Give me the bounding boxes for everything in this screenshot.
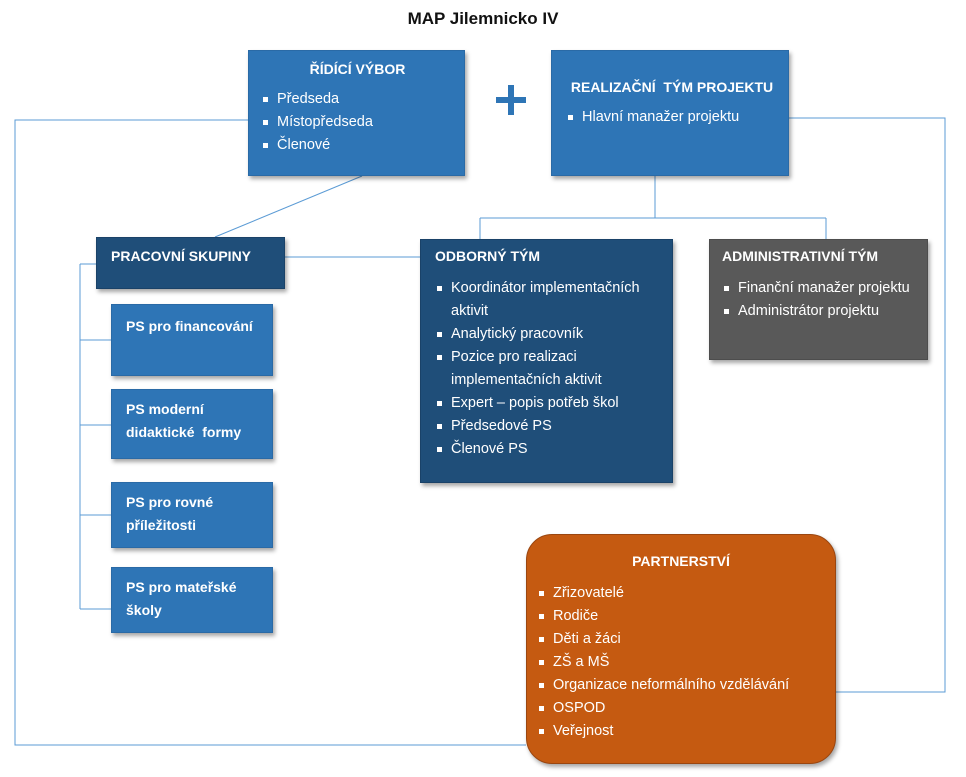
connector-outer-left	[14, 119, 526, 746]
list-item: Expert – popis potřeb škol	[435, 392, 662, 415]
pracovni-skupiny-box: PRACOVNÍ SKUPINY	[96, 237, 285, 289]
odborny-tym-title: ODBORNÝ TÝM	[435, 248, 540, 264]
list-item: Členové PS	[435, 438, 662, 461]
partnerstvi-list: Zřizovatelé Rodiče Děti a žáci ZŠ a MŠ O…	[537, 582, 825, 743]
list-item: Administrátor projektu	[722, 300, 919, 323]
ps-rovne-prilezitosti-box: PS pro rovné příležitosti	[111, 482, 273, 548]
ps-financovani-box: PS pro financování	[111, 304, 273, 376]
list-item: Hlavní manažer projektu	[566, 106, 778, 129]
list-item: Rodiče	[537, 605, 825, 628]
list-item: Organizace neformálního vzdělávání	[537, 674, 825, 697]
realizacni-tym-list: Hlavní manažer projektu	[566, 106, 778, 129]
list-item: ZŠ a MŠ	[537, 651, 825, 674]
partnerstvi-box: PARTNERSTVÍ Zřizovatelé Rodiče Děti a žá…	[526, 534, 836, 764]
administrativni-tym-list: Finanční manažer projektu Administrátor …	[722, 277, 919, 323]
administrativni-tym-box: ADMINISTRATIVNÍ TÝM Finanční manažer pro…	[709, 239, 928, 360]
plus-icon	[496, 85, 526, 115]
list-item: Místopředseda	[261, 111, 454, 134]
connector-rv-ps	[214, 175, 363, 238]
ridici-vybor-box: ŘÍDÍCÍ VÝBOR Předseda Místopředseda Člen…	[248, 50, 465, 176]
list-item: Koordinátor implementačních aktivit	[435, 277, 662, 323]
list-item: Předseda	[261, 88, 454, 111]
list-item: Pozice pro realizaci implementačních akt…	[435, 346, 662, 392]
ps-materske-skoly-label: PS pro mateřské školy	[126, 579, 237, 618]
list-item: Členové	[261, 134, 454, 157]
ps-didakticke-formy-label: PS moderní didaktické formy	[126, 401, 242, 440]
ridici-vybor-title: ŘÍDÍCÍ VÝBOR	[309, 61, 406, 77]
list-item: Děti a žáci	[537, 628, 825, 651]
list-item: Zřizovatelé	[537, 582, 825, 605]
ps-rovne-prilezitosti-label: PS pro rovné příležitosti	[126, 494, 214, 533]
pracovni-skupiny-title: PRACOVNÍ SKUPINY	[111, 248, 252, 264]
connector-outer-right	[789, 117, 946, 693]
ps-materske-skoly-box: PS pro mateřské školy	[111, 567, 273, 633]
realizacni-tym-box: REALIZAČNÍ TÝM PROJEKTU Hlavní manažer p…	[551, 50, 789, 176]
diagram-title: MAP Jilemnicko IV	[407, 9, 559, 28]
list-item: Finanční manažer projektu	[722, 277, 919, 300]
odborny-tym-list: Koordinátor implementačních aktivit Anal…	[435, 277, 662, 461]
list-item: Analytický pracovník	[435, 323, 662, 346]
ridici-vybor-list: Předseda Místopředseda Členové	[261, 88, 454, 157]
odborny-tym-box: ODBORNÝ TÝM Koordinátor implementačních …	[420, 239, 673, 483]
ps-didakticke-formy-box: PS moderní didaktické formy	[111, 389, 273, 459]
realizacni-tym-title: REALIZAČNÍ TÝM PROJEKTU	[570, 79, 774, 95]
list-item: Veřejnost	[537, 720, 825, 743]
list-item: Předsedové PS	[435, 415, 662, 438]
list-item: OSPOD	[537, 697, 825, 720]
administrativni-tym-title: ADMINISTRATIVNÍ TÝM	[722, 248, 879, 264]
ps-financovani-label: PS pro financování	[126, 318, 253, 334]
partnerstvi-title: PARTNERSTVÍ	[632, 553, 730, 569]
